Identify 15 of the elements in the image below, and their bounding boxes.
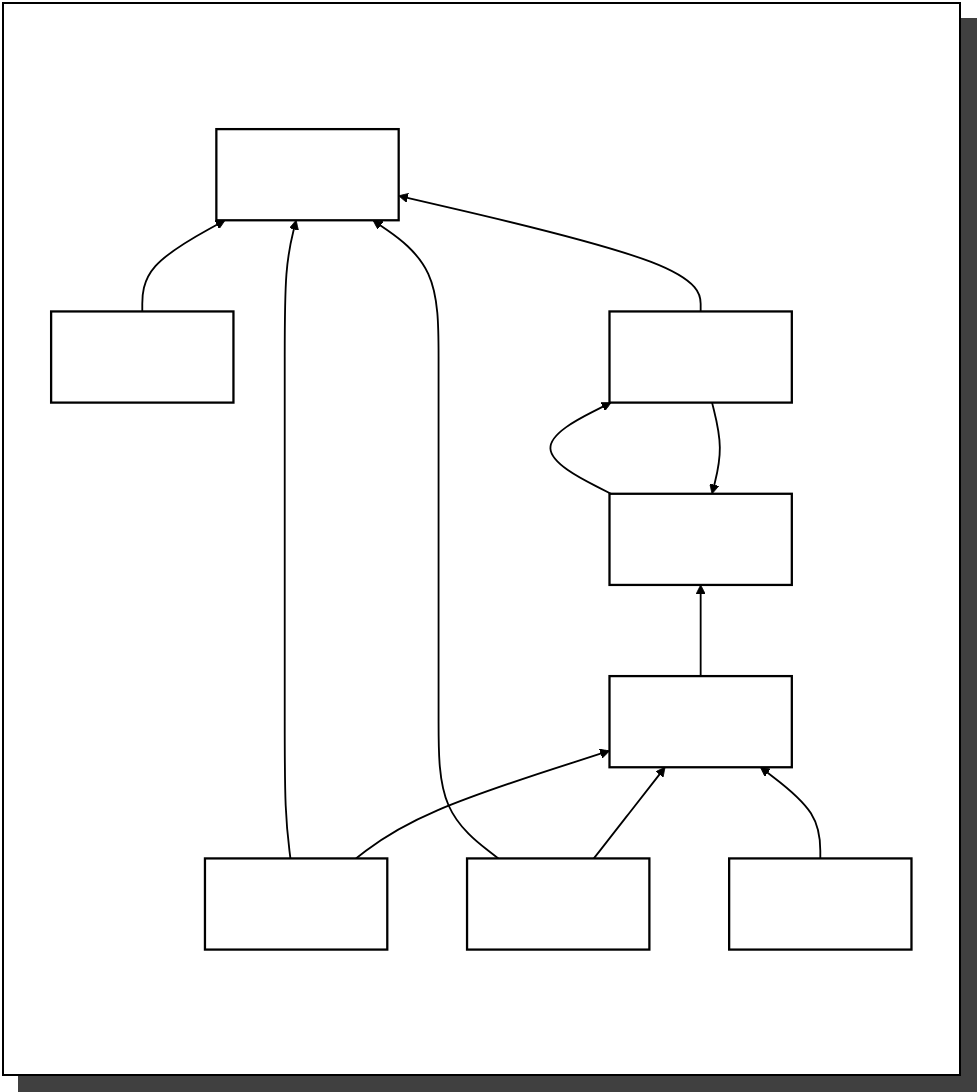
arrow xyxy=(398,192,702,312)
node-box xyxy=(608,309,794,404)
node-box xyxy=(728,856,913,951)
node-box xyxy=(204,856,389,951)
arrow xyxy=(593,766,666,859)
node-box xyxy=(466,856,651,951)
node-box xyxy=(608,492,794,586)
arrow xyxy=(760,766,822,859)
node-box xyxy=(608,674,794,769)
arrow xyxy=(372,219,500,859)
node-box xyxy=(215,127,400,222)
arrow xyxy=(284,219,299,859)
arrow xyxy=(549,401,613,495)
arrow xyxy=(141,219,226,312)
node-box xyxy=(50,309,235,404)
